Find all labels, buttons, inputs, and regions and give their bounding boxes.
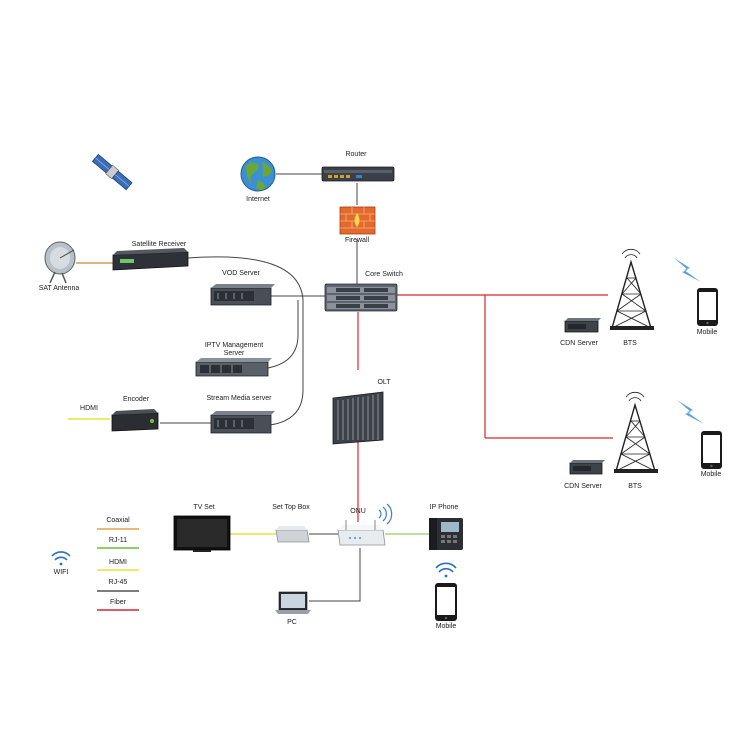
wifi-icon-mobile (435, 562, 457, 578)
label-mobile-bottom: Mobile (700, 471, 722, 478)
label-router: Router (345, 151, 367, 158)
label-set-top-box: Set Top Box (272, 504, 310, 511)
label-encoder: Encoder (122, 396, 150, 403)
label-tv-set: TV Set (193, 504, 215, 511)
label-sat-antenna: SAT Antenna (38, 285, 80, 292)
set-top-box-icon (275, 526, 310, 543)
label-cdn-server-bottom: CDN Server (564, 483, 602, 490)
pc-laptop-icon (275, 591, 311, 614)
bts-tower-bottom-icon (614, 391, 658, 473)
label-olt: OLT (377, 379, 391, 386)
wireless-signal-top-icon (674, 258, 701, 282)
cdn-server-bottom-icon (569, 460, 605, 475)
label-firewall: Firewall (344, 237, 370, 244)
satellite-receiver-icon (112, 248, 189, 271)
mobile-phone-wifi-icon (435, 583, 457, 621)
label-wifi-legend: WIFI (53, 569, 69, 576)
bts-tower-top-icon (610, 248, 654, 330)
ip-phone-icon (429, 518, 463, 550)
legend-lines (97, 528, 139, 611)
label-stream-media-server: Stream Media server (206, 395, 272, 402)
legend-label-rj11: RJ-11 (108, 537, 128, 544)
mobile-phone-bottom-icon (701, 431, 722, 469)
link-receiver-stream (187, 256, 304, 426)
onu-wifi-waves-icon (378, 503, 393, 525)
globe-icon (240, 156, 276, 192)
label-iptv-management-server: IPTV Management Server (204, 342, 264, 357)
satellite-icon (91, 153, 133, 191)
legend-label-rj45: RJ-45 (108, 579, 128, 586)
label-ip-phone: IP Phone (429, 504, 459, 511)
legend-label-hdmi: HDMI (109, 559, 127, 566)
label-mobile-top: Mobile (696, 329, 718, 336)
label-mobile-wifi: Mobile (435, 623, 457, 630)
link-iptv-coreswitch (267, 300, 299, 369)
legend-label-fiber: Fiber (110, 599, 126, 606)
firewall-icon (339, 206, 376, 235)
label-cdn-server-top: CDN Server (560, 340, 598, 347)
label-satellite-receiver: Satellite Receiver (131, 241, 187, 248)
mobile-phone-top-icon (697, 288, 718, 326)
legend-label-coaxial: Coaxial (106, 517, 130, 524)
label-core-switch: Core Switch (365, 271, 403, 278)
label-hdmi-input: HDMI (80, 405, 98, 412)
label-bts-bottom: BTS (628, 483, 642, 490)
link-onu-pc (309, 548, 361, 602)
wireless-signal-bottom-icon (677, 400, 704, 424)
tv-set-icon (173, 515, 231, 552)
label-bts-top: BTS (623, 340, 637, 347)
label-vod-server: VOD Server (222, 270, 260, 277)
label-pc: PC (287, 619, 297, 626)
encoder-icon (111, 409, 159, 432)
stream-media-server-icon (210, 411, 275, 434)
iptv-management-server-icon (195, 358, 272, 377)
olt-chassis-icon (332, 391, 384, 445)
cdn-server-top-icon (564, 318, 601, 333)
onu-icon (337, 520, 386, 546)
router-icon (321, 166, 395, 182)
satellite-dish-icon (44, 241, 76, 284)
wifi-legend-icon (51, 551, 71, 566)
label-internet: Internet (246, 196, 270, 203)
label-onu: ONU (350, 508, 366, 515)
core-switch-icon (324, 283, 398, 312)
connections (68, 173, 613, 602)
vod-server-icon (210, 284, 275, 306)
